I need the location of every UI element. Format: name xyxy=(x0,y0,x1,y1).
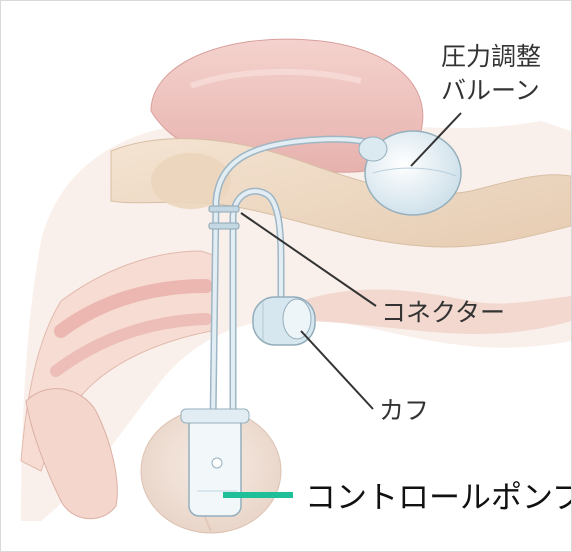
label-pressure-balloon-line1: 圧力調整 xyxy=(441,42,541,71)
control-pump xyxy=(181,409,249,516)
label-pressure-balloon-line2: バルーン xyxy=(441,76,540,105)
label-cuff: カフ xyxy=(379,396,429,425)
leader-line-cuff xyxy=(301,331,373,409)
label-connector: コネクター xyxy=(381,298,505,327)
cuff xyxy=(253,297,315,345)
label-control-pump: コントロールポンプ xyxy=(305,480,571,516)
